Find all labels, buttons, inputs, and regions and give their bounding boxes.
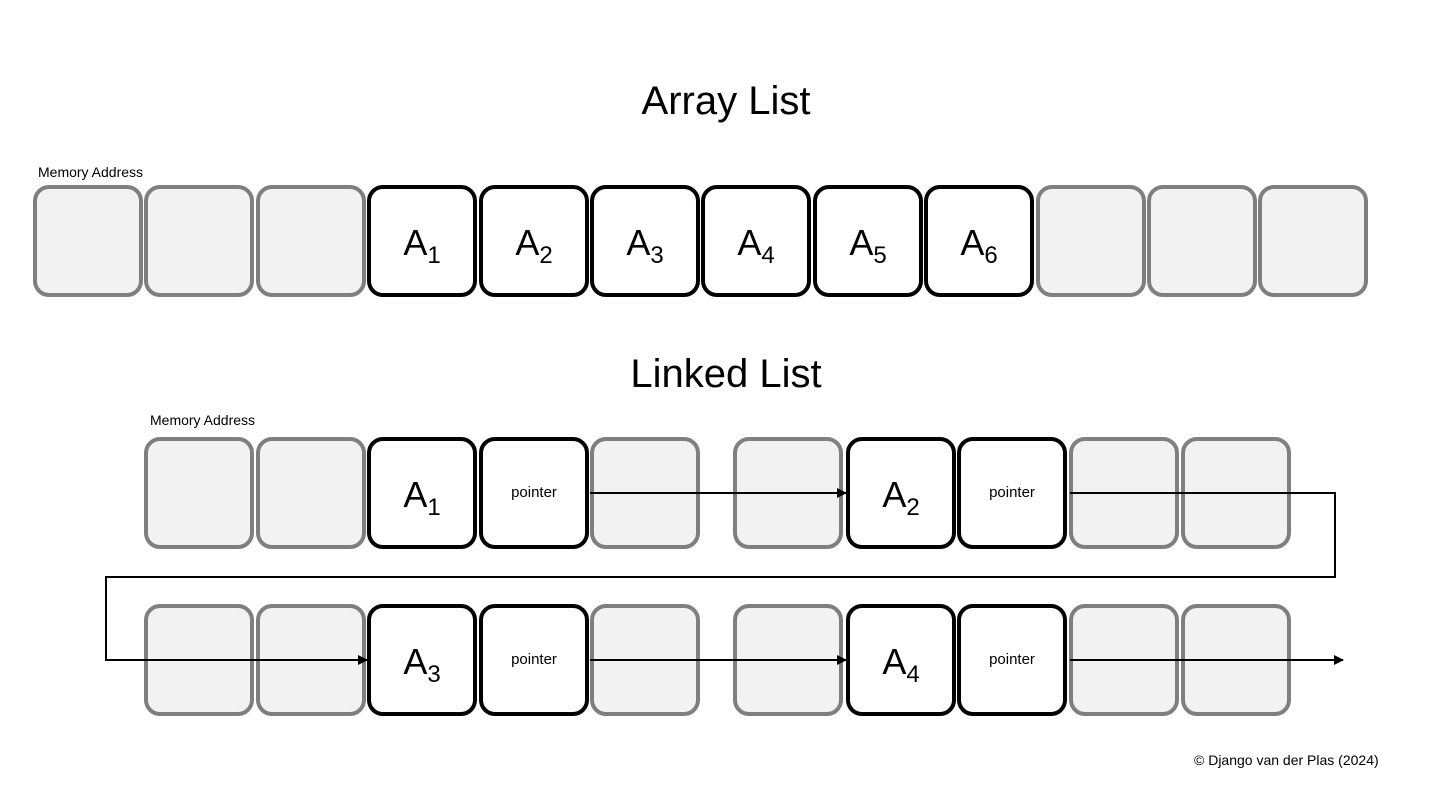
node-pointer-cell: pointer [479,604,589,716]
array-element-label: A6 [960,222,998,269]
array-element-label: A5 [849,222,887,269]
node-data-label: A2 [882,474,920,521]
linked-memory-address-label: Memory Address [150,412,256,428]
linked-list-title: Linked List [630,352,822,396]
array-element-label: A4 [737,222,775,269]
empty-memory-cell [33,185,143,297]
node-data-cell: A2 [846,437,956,549]
pointer-label: pointer [511,484,557,501]
node-pointer-cell: pointer [479,437,589,549]
node-pointer-cell: pointer [957,437,1067,549]
arrow-a2-to-a3 [105,492,1336,665]
empty-memory-cell [256,185,366,297]
node-pointer-cell: pointer [957,604,1067,716]
array-list-title: Array List [641,79,811,123]
node-data-label: A3 [403,641,441,688]
array-element-cell: A2 [479,185,589,297]
node-data-cell: A3 [367,604,477,716]
array-element-label: A1 [403,222,441,269]
array-element-cell: A6 [924,185,1034,297]
array-element-cell: A4 [701,185,811,297]
empty-memory-cell [144,185,254,297]
pointer-label: pointer [511,651,557,668]
node-data-label: A1 [403,474,441,521]
array-memory-address-label: Memory Address [38,164,144,180]
empty-memory-cell [144,437,254,549]
pointer-label: pointer [989,651,1035,668]
copyright-text: © Django van der Plas (2024) [1194,752,1379,768]
array-element-cell: A1 [367,185,477,297]
array-element-label: A2 [515,222,553,269]
pointer-label: pointer [989,484,1035,501]
empty-memory-cell [1258,185,1368,297]
node-data-cell: A1 [367,437,477,549]
empty-memory-cell [1147,185,1257,297]
empty-memory-cell [1036,185,1146,297]
array-element-label: A3 [626,222,664,269]
node-data-cell: A4 [846,604,956,716]
empty-memory-cell [256,437,366,549]
array-element-cell: A3 [590,185,700,297]
array-element-cell: A5 [813,185,923,297]
node-data-label: A4 [882,641,920,688]
